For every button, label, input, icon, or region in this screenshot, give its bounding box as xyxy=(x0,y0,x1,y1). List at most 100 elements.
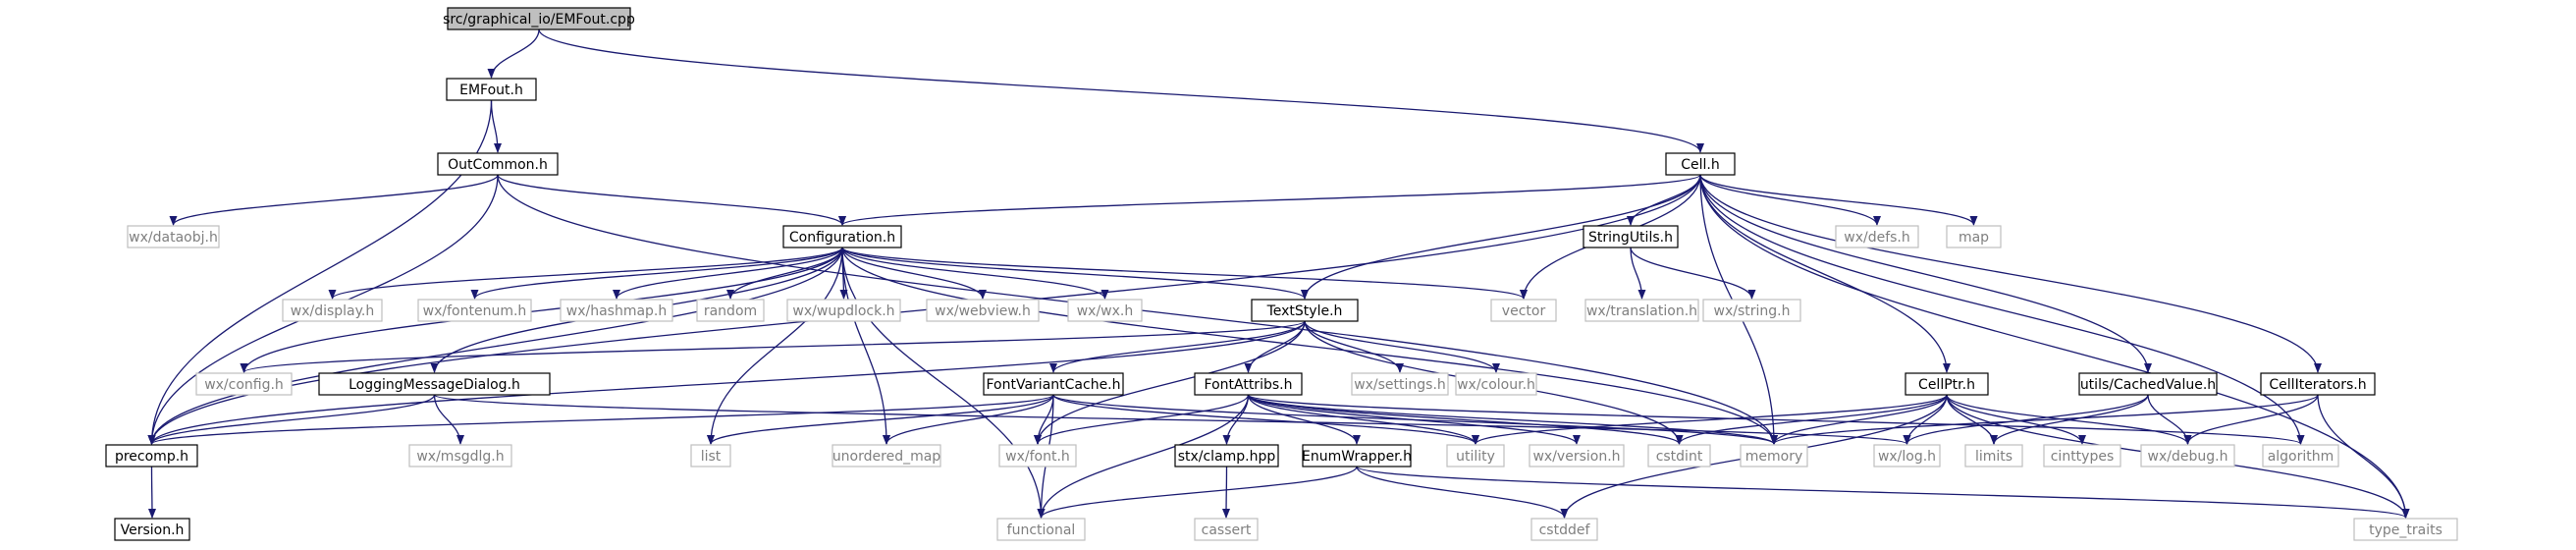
node-algorithm-label: algorithm xyxy=(2268,449,2334,465)
node-dataobj: wx/dataobj.h xyxy=(127,225,220,248)
node-wxlog-label: wx/log.h xyxy=(1878,449,1936,465)
node-cstdint: cstdint xyxy=(1647,444,1711,468)
node-list-box xyxy=(690,444,731,468)
node-wxdisplay: wx/display.h xyxy=(282,299,383,322)
edge-cell-to-cellptr xyxy=(1699,174,1951,373)
node-limits: limits xyxy=(1964,444,2023,468)
edge-cell-to-celliterators xyxy=(1699,174,2322,373)
node-wxconfig: wx/config.h xyxy=(195,372,293,396)
node-unorderedmap: unordered_map xyxy=(832,444,941,468)
node-outcommon-box xyxy=(437,152,559,176)
node-utility-box xyxy=(1446,444,1505,468)
edge-enumwrapper-to-functional xyxy=(1037,466,1358,519)
edge-config-to-textstyle xyxy=(841,247,1309,300)
node-cellptr[interactable]: CellPtr.h xyxy=(1905,372,1989,396)
edge-celliterators-to-memory xyxy=(1770,394,2319,445)
node-emfout-label: EMFout.h xyxy=(459,82,523,98)
node-celliterators[interactable]: CellIterators.h xyxy=(2260,372,2376,396)
node-cachedvalue[interactable]: utils/CachedValue.h xyxy=(2078,372,2218,396)
node-algorithm: algorithm xyxy=(2262,444,2339,468)
edge-config-to-wxhashmap xyxy=(613,247,843,300)
node-cstdint-box xyxy=(1647,444,1711,468)
edge-config-to-wxwx xyxy=(841,247,1109,300)
node-utility-label: utility xyxy=(1456,449,1495,465)
node-wxdisplay-box xyxy=(282,299,383,322)
node-root[interactable]: src/graphical_io/EMFout.cpp xyxy=(443,7,635,30)
node-memory-label: memory xyxy=(1745,449,1803,465)
node-textstyle-box xyxy=(1251,299,1359,322)
node-precomp[interactable]: precomp.h xyxy=(105,444,198,468)
node-cinttypes-box xyxy=(2043,444,2121,468)
node-cassert-label: cassert xyxy=(1202,522,1252,538)
edge-textstyle-to-wxconfig xyxy=(240,320,1306,373)
node-unorderedmap-box xyxy=(832,444,941,468)
node-config[interactable]: Configuration.h xyxy=(782,225,902,248)
edge-cachedvalue-to-limits xyxy=(1990,394,2149,445)
node-cstddef-box xyxy=(1530,518,1598,541)
node-map: map xyxy=(1946,225,2002,248)
node-stringutils[interactable]: StringUtils.h xyxy=(1583,225,1679,248)
edge-outcommon-to-config xyxy=(497,174,846,226)
edge-textstyle-to-wxcolour xyxy=(1304,320,1500,373)
edge-precomp-to-version xyxy=(147,466,156,519)
node-cell[interactable]: Cell.h xyxy=(1665,152,1736,176)
node-wxversion-label: wx/version.h xyxy=(1532,449,1620,465)
node-map-label: map xyxy=(1959,230,1989,246)
node-typetraits-label: type_traits xyxy=(2369,522,2442,538)
node-fontvariant-box xyxy=(983,372,1124,396)
edge-cell-to-typetraits xyxy=(1699,174,2410,519)
node-textstyle[interactable]: TextStyle.h xyxy=(1251,299,1359,322)
node-cellptr-label: CellPtr.h xyxy=(1918,377,1975,393)
node-wxtranslation-label: wx/translation.h xyxy=(1586,303,1697,319)
node-fontvariant[interactable]: FontVariantCache.h xyxy=(983,372,1124,396)
edge-config-to-random xyxy=(726,247,843,300)
node-utility: utility xyxy=(1446,444,1505,468)
node-wxsettings: wx/settings.h xyxy=(1351,372,1449,396)
edge-cellptr-to-cinttypes xyxy=(1946,394,2086,445)
node-emfout[interactable]: EMFout.h xyxy=(446,78,537,101)
node-stringutils-label: StringUtils.h xyxy=(1588,230,1673,246)
node-wxconfig-box xyxy=(195,372,293,396)
edge-cellptr-to-limits xyxy=(1946,394,1998,445)
edge-fontattribs-to-algorithm xyxy=(1247,394,2305,445)
node-fontattribs[interactable]: FontAttribs.h xyxy=(1194,372,1303,396)
edge-emfout-to-outcommon xyxy=(490,99,502,153)
edge-cell-to-map xyxy=(1699,174,1978,226)
node-version[interactable]: Version.h xyxy=(114,518,190,541)
node-wxhashmap-label: wx/hashmap.h xyxy=(566,303,668,319)
node-dataobj-box xyxy=(127,225,220,248)
node-wxhashmap-box xyxy=(560,299,673,322)
edge-fontvariant-to-utility xyxy=(1052,394,1479,445)
edge-layer xyxy=(147,28,2410,519)
edge-loggingdlg-to-precomp xyxy=(147,394,436,445)
edge-loggingdlg-to-wxmsgdlg xyxy=(433,394,464,445)
node-wxtranslation: wx/translation.h xyxy=(1584,299,1699,322)
node-cachedvalue-label: utils/CachedValue.h xyxy=(2080,377,2216,393)
node-wxversion-box xyxy=(1529,444,1625,468)
edge-root-to-emfout xyxy=(487,28,540,79)
node-wxcolour-box xyxy=(1455,372,1537,396)
edge-cachedvalue-to-wxdebug xyxy=(2147,394,2192,445)
node-config-box xyxy=(782,225,902,248)
node-celliterators-box xyxy=(2260,372,2376,396)
node-stringutils-box xyxy=(1583,225,1679,248)
edge-textstyle-to-fontvariant xyxy=(1049,320,1306,373)
node-cell-label: Cell.h xyxy=(1681,157,1720,173)
node-outcommon[interactable]: OutCommon.h xyxy=(437,152,559,176)
node-wxmsgdlg-box xyxy=(408,444,512,468)
node-wxdefs-label: wx/defs.h xyxy=(1844,230,1910,246)
edge-fontattribs-to-utility xyxy=(1247,394,1479,445)
edge-fontvariant-to-unorderedmap xyxy=(883,394,1054,445)
node-cachedvalue-box xyxy=(2078,372,2218,396)
edge-config-to-wxwebview xyxy=(841,247,987,300)
node-enumwrapper[interactable]: EnumWrapper.h xyxy=(1302,444,1412,468)
edge-cellptr-to-utility xyxy=(1472,394,1948,445)
node-random-box xyxy=(696,299,765,322)
edge-config-to-functional xyxy=(841,247,1046,519)
edge-cell-to-precomp xyxy=(147,174,1701,445)
node-wxfontenum: wx/fontenum.h xyxy=(417,299,532,322)
node-stxclamp[interactable]: stx/clamp.hpp xyxy=(1174,444,1279,468)
node-stxclamp-label: stx/clamp.hpp xyxy=(1178,449,1276,465)
node-cinttypes: cinttypes xyxy=(2043,444,2121,468)
node-loggingdlg[interactable]: LoggingMessageDialog.h xyxy=(318,372,551,396)
